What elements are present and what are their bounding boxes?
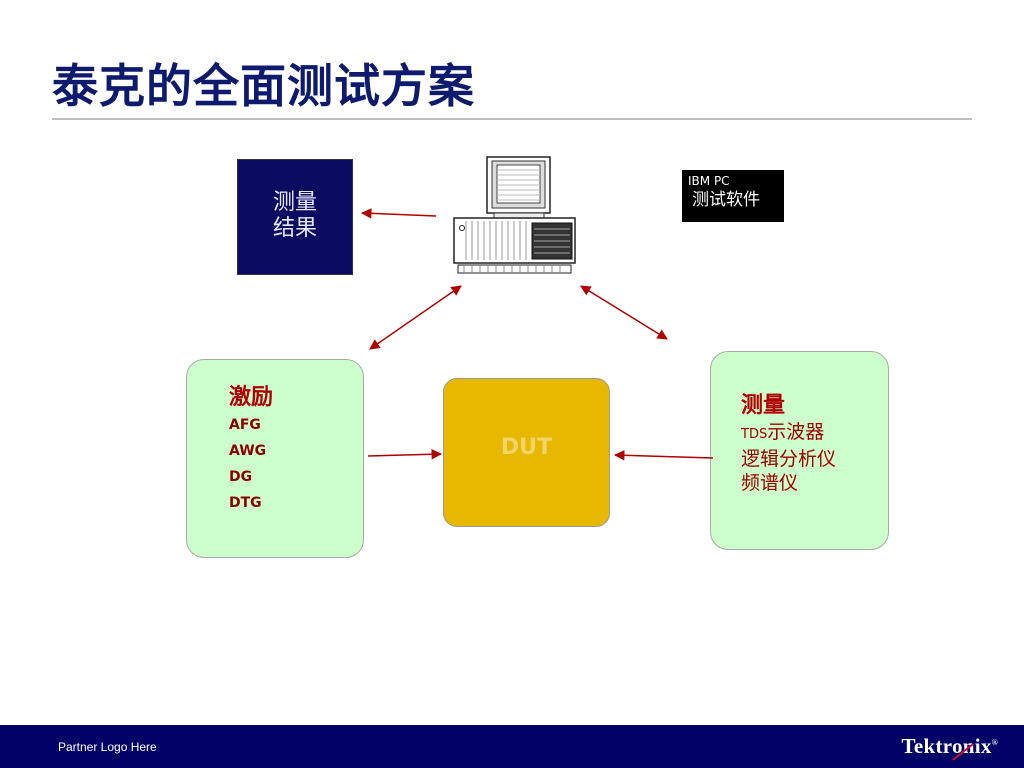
stimulus-panel: 激励 AFG AWG DG DTG [186,359,364,558]
partner-logo-placeholder: Partner Logo Here [58,740,157,754]
desktop-computer-icon [453,156,576,274]
stimulus-item-awg: AWG [229,443,267,459]
arrow-measurement-to-dut [613,450,714,461]
result-box-line1: 测量 [272,190,317,215]
pc-label: IBM PC 测试软件 [682,170,784,222]
arrow-pc-to-result [360,208,437,219]
measurement-line1: 示波器 [767,421,825,443]
registered-mark: ® [991,738,998,747]
arrow-stimulus-to-dut [367,449,443,460]
result-box-line2: 结果 [272,216,317,241]
dut-label: DUT [500,435,553,460]
slide-title: 泰克的全面测试方案 [52,59,475,113]
title-divider [52,118,972,120]
tektronix-logo: Tektronix® [901,734,998,759]
pc-label-line2: 测试软件 [692,190,760,210]
stimulus-heading: 激励 [229,385,274,410]
footer-bar: Partner Logo Here Tektronix® [0,725,1024,768]
pc-label-line1: IBM PC [688,174,730,188]
arrow-pc-measurement [580,285,668,340]
measurement-panel: 测量 TDS示波器 逻辑分析仪 频谱仪 [710,351,889,550]
result-box: 测量 结果 [237,159,353,275]
stimulus-item-dg: DG [229,469,253,485]
measurement-prefix: TDS [741,427,768,442]
tektronix-logo-text: Tektronix [901,734,992,758]
dut-box: DUT [443,378,610,527]
stimulus-item-dtg: DTG [229,495,262,511]
measurement-item-oscilloscope: TDS示波器 [741,420,888,447]
measurement-heading: 测量 [741,393,786,418]
stimulus-item-afg: AFG [229,417,261,433]
measurement-item-spectrum-analyzer: 频谱仪 [741,472,799,494]
measurement-item-logic-analyzer: 逻辑分析仪 [741,448,837,470]
arrow-pc-stimulus [369,285,462,350]
